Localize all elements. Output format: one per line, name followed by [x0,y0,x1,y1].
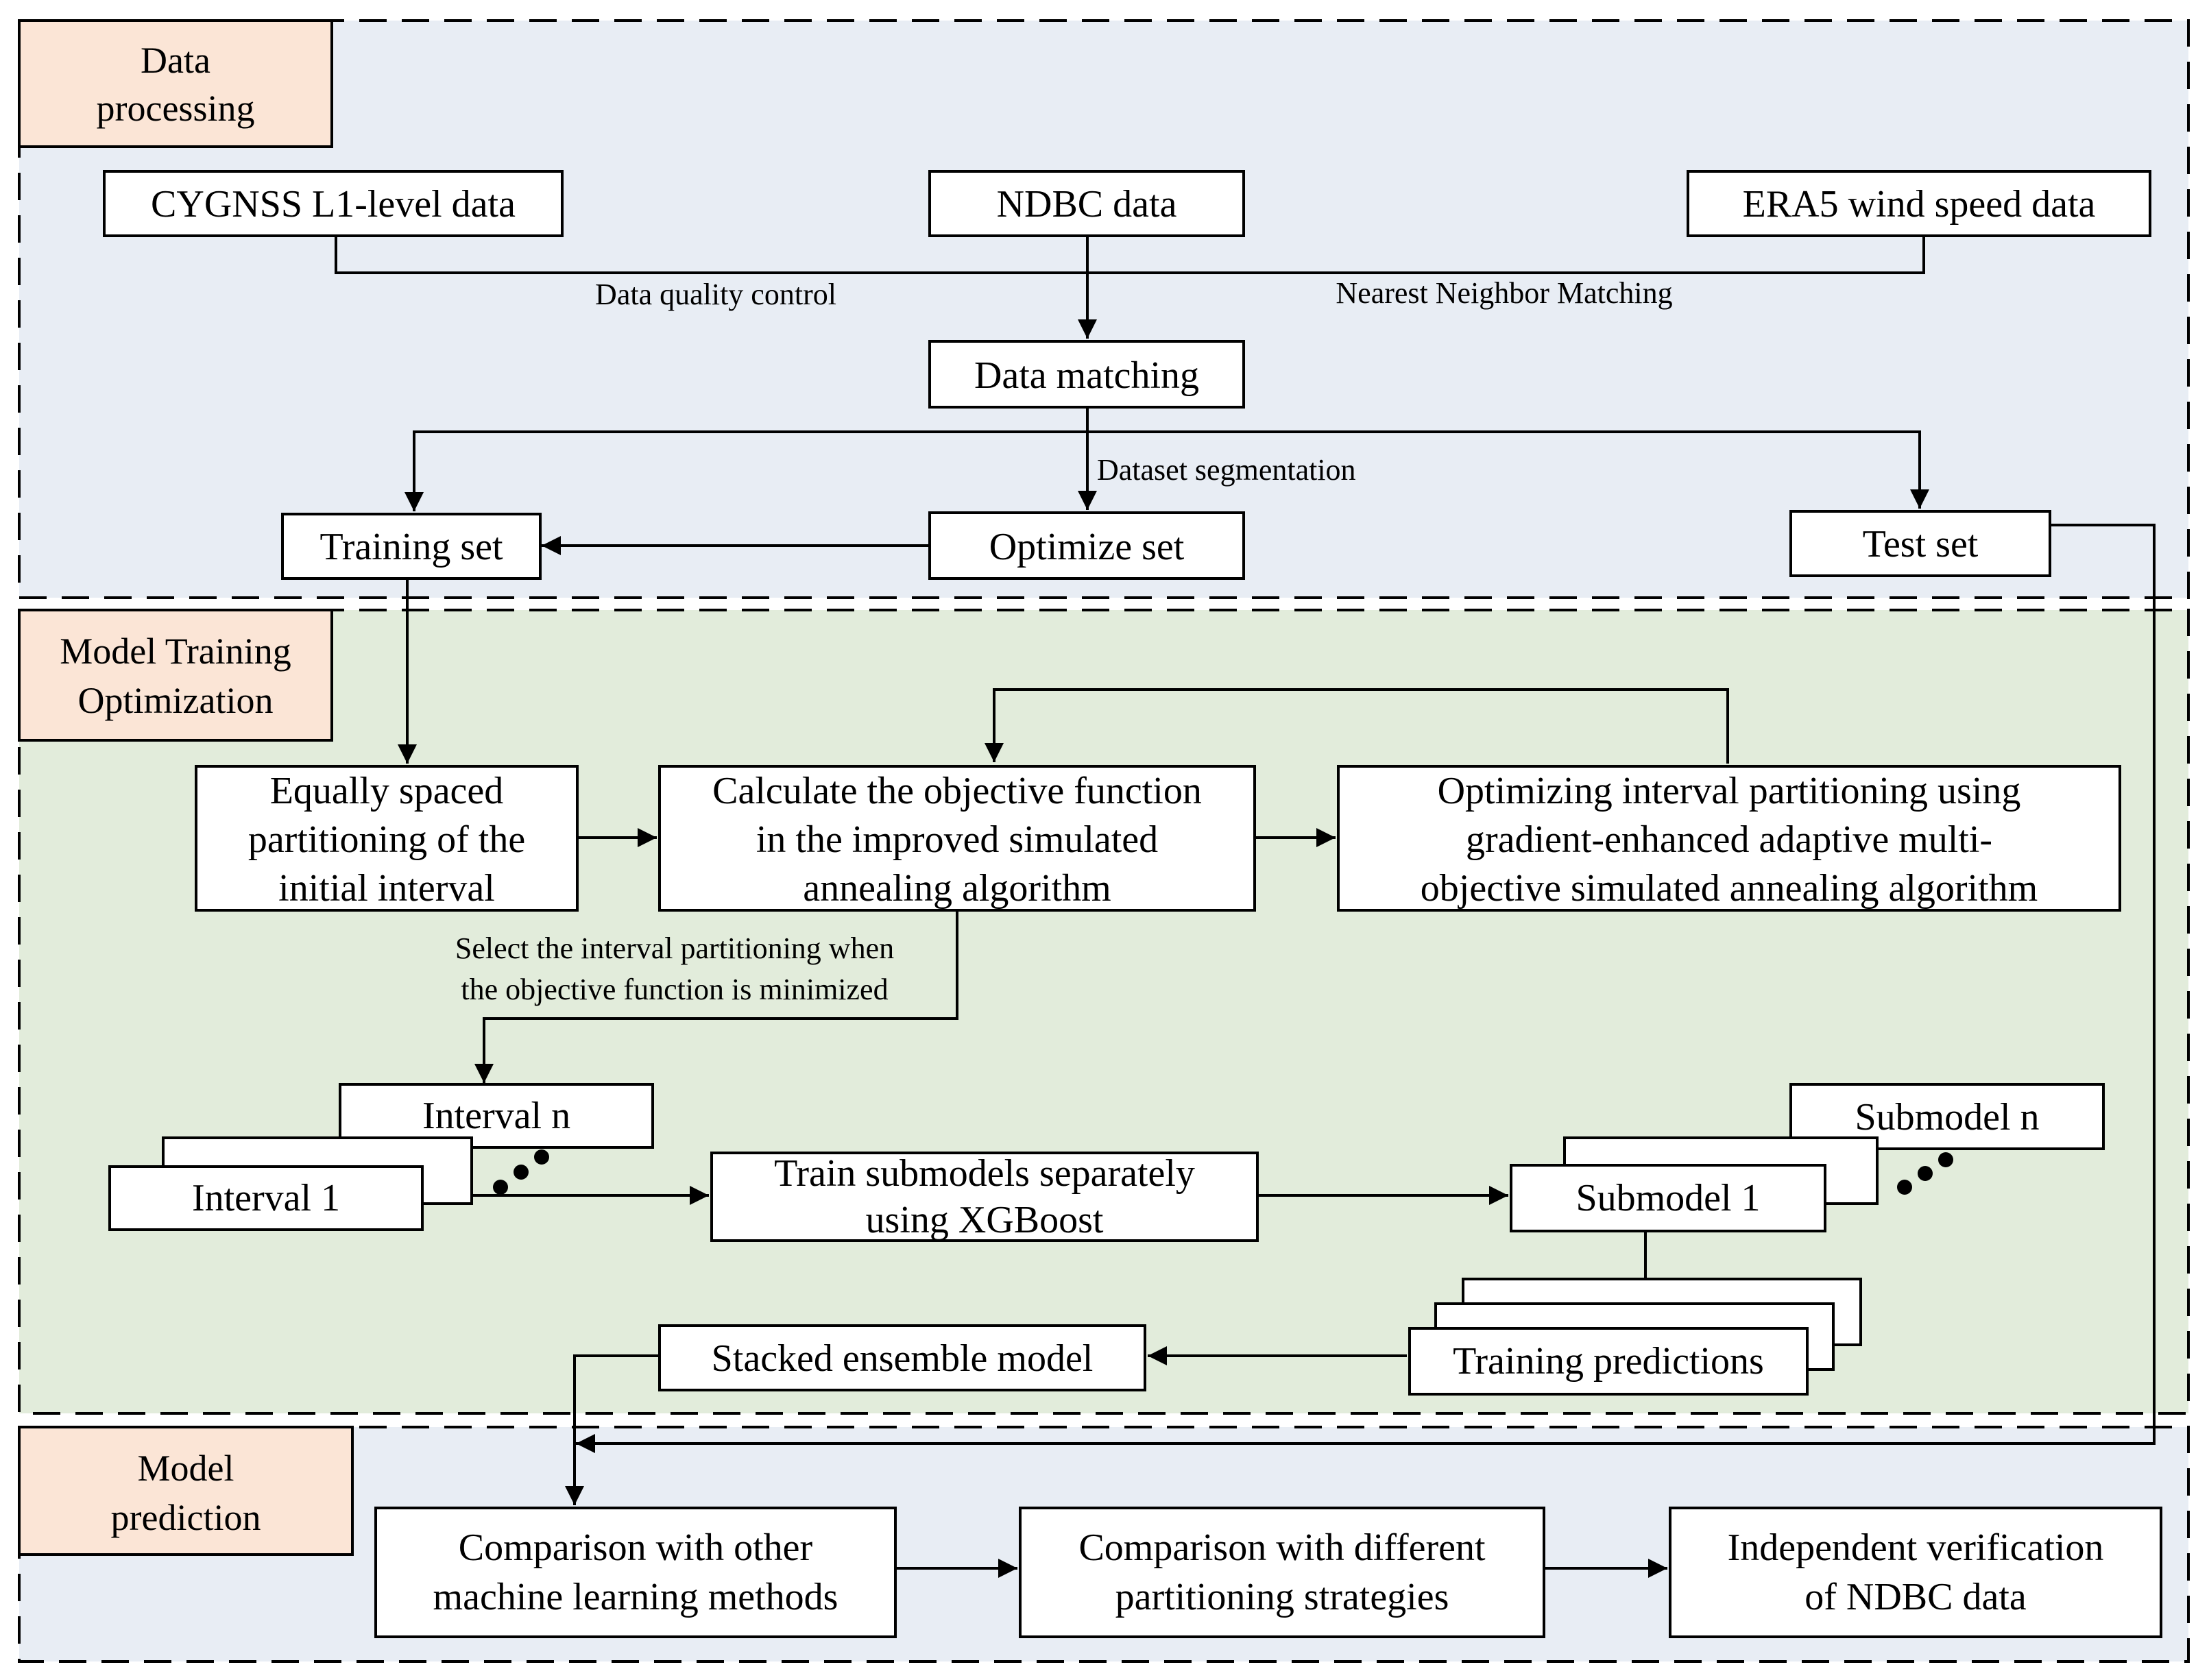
box-label-line: Comparison with other [459,1526,813,1569]
box-label-line: Comparison with different [1078,1526,1486,1569]
box-label: CYGNSS L1-level data [151,183,516,226]
svg-text:Model Training: Model Training [60,631,291,672]
box-label: ERA5 wind speed data [1743,183,2096,226]
box-label-line: objective simulated annealing algorithm [1421,867,2038,910]
box-label: Test set [1863,523,1979,565]
section-label-line: Data [141,40,210,81]
connector-stacked-to-compare [565,1354,660,1505]
box-label-line: using XGBoost [866,1199,1104,1241]
box-independent-verification: Independent verification of NDBC data [1669,1507,2162,1638]
box-optimizing: Optimizing interval partitioning using g… [1337,765,2121,912]
svg-text:Data: Data [141,40,210,81]
box-label-line: gradient-enhanced adaptive multi- [1466,818,1992,861]
box-label-line: Calculate the objective function [712,770,1202,812]
interval-stack: Interval n Interval 1 [108,1083,654,1231]
section-label-line: processing [97,88,255,129]
box-label-line: annealing algorithm [803,867,1111,910]
box-label: Data matching [974,354,1199,397]
ellipsis-dots-icon [493,1149,549,1195]
box-stacked-ensemble: Stacked ensemble model [658,1324,1146,1391]
box-label-line: Equally spaced [270,770,504,812]
box-calc-objective: Calculate the objective function in the … [658,765,1256,912]
box-training-set: Training set [281,513,542,580]
section-data-processing [18,19,2190,599]
ellipsis-dots-icon [1897,1152,1953,1195]
box-label: Stacked ensemble model [712,1337,1094,1380]
interval-n-label: Interval n [422,1095,570,1137]
box-compare-ml: Comparison with other machine learning m… [374,1507,897,1638]
training-predictions-label: Training predictions [1453,1340,1764,1383]
box-label: Optimize set [989,526,1185,568]
svg-text:Optimization: Optimization [78,680,274,721]
box-label-line: of NDBC data [1804,1576,2027,1618]
connector-cygnss-merge [335,236,1925,274]
box-era5: ERA5 wind speed data [1687,170,2151,237]
section-label-data-processing: Data processing [18,19,333,148]
box-label: NDBC data [997,183,1177,226]
connector-feedback-loop [985,688,1729,764]
box-data-matching: Data matching [928,340,1245,409]
submodel-1-label: Submodel 1 [1576,1177,1760,1219]
section-model-training [18,609,2190,1415]
box-equal-partition: Equally spaced partitioning of the initi… [195,765,579,912]
box-label-line: Train submodels separately [774,1152,1195,1195]
box-compare-partition: Comparison with different partitioning s… [1019,1507,1545,1638]
box-label: Training set [319,526,503,568]
box-label-line: machine learning methods [433,1576,838,1618]
connector-calc-to-intervals [474,912,958,1083]
box-optimize-set: Optimize set [928,511,1245,580]
svg-text:prediction: prediction [111,1497,261,1538]
section-label-model-prediction: Model prediction [18,1426,354,1556]
box-label-line: initial interval [278,867,495,910]
interval-1-label: Interval 1 [192,1177,340,1219]
section-label-line: prediction [111,1497,261,1538]
box-label-line: in the improved simulated [756,818,1158,861]
submodel-stack: Submodel n Submodel 1 [1510,1083,2105,1232]
box-label-line: Independent verification [1728,1526,2104,1569]
section-label-line: Optimization [78,680,274,721]
section-label-line: Model [138,1448,234,1489]
label-select-interval-line: Select the interval partitioning when [455,932,894,965]
label-segmentation: Dataset segmentation [1097,453,1356,487]
box-ndbc: NDBC data [928,170,1245,237]
training-predictions-stack: Training predictions [1408,1278,1862,1396]
label-quality-control: Data quality control [595,278,836,311]
label-nearest-neighbor: Nearest Neighbor Matching [1336,276,1672,310]
svg-text:Model: Model [138,1448,234,1489]
label-select-interval-line: the objective function is minimized [461,973,888,1006]
connector-test-to-prediction [576,524,2156,1453]
box-label-line: partitioning strategies [1115,1576,1449,1618]
section-label-line: Model Training [60,631,291,672]
box-label-line: partitioning of the [248,818,525,861]
box-label-line: Optimizing interval partitioning using [1438,770,2021,812]
submodel-n-label: Submodel n [1855,1096,2039,1139]
section-label-model-training: Model Training Optimization [18,609,333,742]
svg-text:processing: processing [97,88,255,129]
box-train-submodels: Train submodels separately using XGBoost [710,1152,1259,1242]
box-test-set: Test set [1789,510,2051,577]
box-cygnss: CYGNSS L1-level data [103,170,564,237]
